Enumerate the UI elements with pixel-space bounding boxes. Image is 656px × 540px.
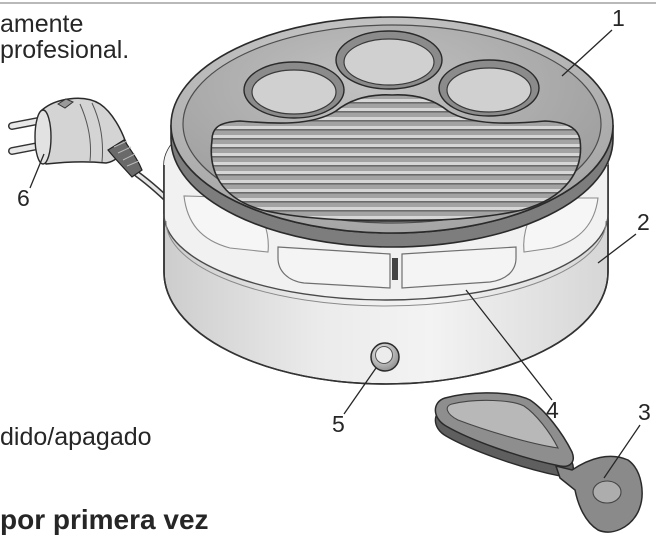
base-outline	[163, 165, 609, 385]
cord-strain-relief	[107, 139, 143, 178]
crepe-well-left	[243, 61, 345, 119]
plug-grip-line	[91, 102, 103, 163]
callout-leader-5	[343, 367, 377, 415]
plug-grip-line	[79, 103, 91, 162]
callout-number-3: 3	[638, 399, 651, 425]
callout-number-1: 1	[612, 5, 625, 31]
plug-pin	[8, 117, 42, 130]
base-ring-line	[165, 220, 607, 307]
raclette-pan	[434, 392, 643, 533]
callout-leader-2	[597, 233, 637, 264]
pan-handle-grip	[592, 480, 622, 504]
grill-top-plate	[170, 16, 614, 248]
callout-number-4: 4	[546, 397, 559, 423]
section-heading: por primera vez	[0, 504, 209, 535]
body-text-line: profesional.	[0, 36, 130, 64]
callouts: 1 2 3 4 5 6	[17, 5, 651, 479]
callout-leader-6	[29, 153, 45, 189]
plug-face	[34, 109, 52, 165]
parts-list-line: dido/apagado	[0, 423, 152, 451]
crepe-well-right	[438, 59, 540, 117]
power-plug	[8, 97, 143, 178]
page-top-rule	[0, 2, 656, 4]
callout-leader-3	[603, 424, 641, 479]
power-switch	[370, 342, 400, 372]
pan-slot-front-right	[401, 246, 517, 289]
callout-number-5: 5	[332, 411, 345, 437]
body-text-line: amente	[0, 10, 84, 38]
callout-number-2: 2	[637, 209, 650, 235]
grill-surface	[210, 94, 582, 222]
pan-dish-interior	[446, 399, 559, 449]
callout-number-6: 6	[17, 185, 30, 211]
pan-slot-front-left	[277, 246, 391, 289]
pan-slot-divider	[392, 258, 398, 280]
plug-pin	[8, 142, 42, 155]
plug-ground-clip	[57, 98, 74, 109]
base-ring-line	[163, 213, 609, 301]
callout-leader-1	[561, 29, 613, 77]
callout-leader-4	[465, 289, 553, 401]
crepe-well-center	[335, 30, 443, 90]
